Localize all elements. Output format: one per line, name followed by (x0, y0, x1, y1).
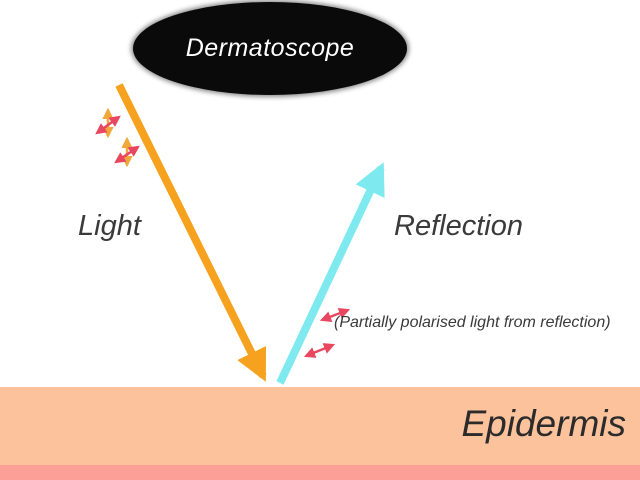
incident-polarisation-symbol (95, 107, 121, 139)
dermatoscope-label: Dermatoscope (185, 34, 355, 62)
light-ray-arrow (115, 83, 267, 382)
reflected-polarisation-arrow-icon (303, 343, 336, 358)
light-label: Light (78, 210, 141, 242)
polarisation-note: (Partially polarised light from reflecti… (334, 314, 611, 331)
diagonal-polarisation-arrow-icon (114, 145, 140, 164)
reflection-label: Reflection (394, 210, 523, 242)
dermatoscope-node: Dermatoscope (133, 2, 407, 95)
epidermis-band (0, 387, 640, 465)
diagonal-polarisation-arrow-icon (95, 115, 121, 135)
reflection-ray-arrow (276, 162, 385, 385)
epidermis-label: Epidermis (461, 403, 627, 444)
dermis-band (0, 465, 640, 480)
reflected-polarisation-arrow-icon (319, 307, 351, 323)
incident-polarisation-symbol (114, 136, 140, 168)
